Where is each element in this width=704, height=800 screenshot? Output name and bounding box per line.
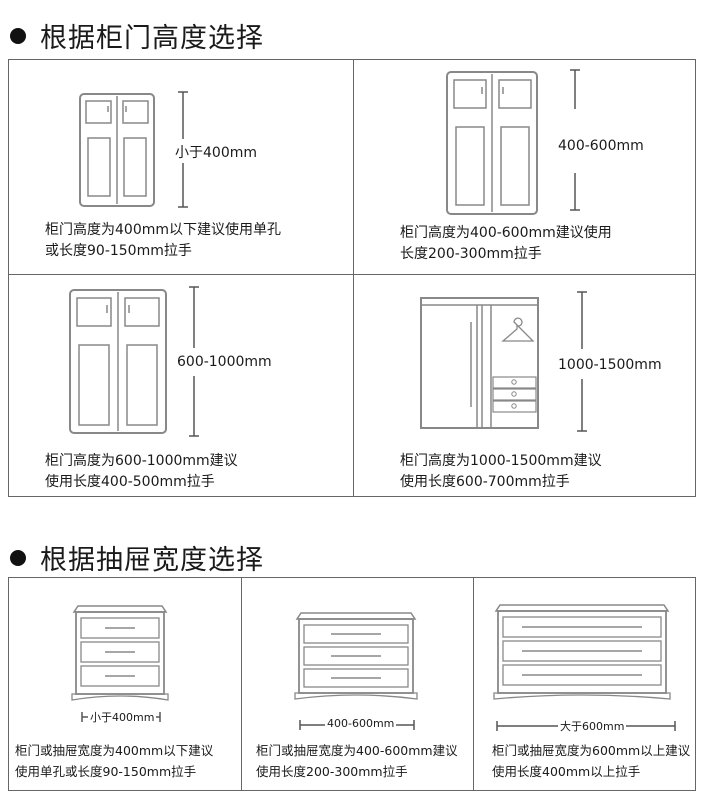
caption: 柜门或抽屉宽度为600mm以上建议 使用长度400mm以上拉手 xyxy=(492,740,690,782)
caption: 柜门高度为400mm以下建议使用单孔 或长度90-150mm拉手 xyxy=(45,220,281,262)
caption-line-1: 柜门或抽屉宽度为600mm以上建议 xyxy=(492,743,691,758)
section-title-door-height: 根据柜门高度选择 xyxy=(10,16,264,55)
caption-line-2: 使用单孔或长度90-150mm拉手 xyxy=(15,764,197,779)
section-title-text: 根据抽屉宽度选择 xyxy=(40,545,264,576)
drawer-cell-large: 大于600mm 柜门或抽屉宽度为600mm以上建议 使用长度400mm以上拉手 xyxy=(474,578,695,790)
measure-label: 小于400mm xyxy=(175,145,257,161)
caption: 柜门高度为1000-1500mm建议 使用长度600-700mm拉手 xyxy=(400,451,602,493)
small-cabinet-illustration xyxy=(79,93,155,207)
caption-line-2: 使用长度400mm以上拉手 xyxy=(492,764,641,779)
caption-line-1: 柜门高度为400mm以下建议使用单孔 xyxy=(45,222,281,238)
bullet-icon xyxy=(10,27,26,44)
measure-label: 1000-1500mm xyxy=(558,357,662,373)
measure-label: 400-600mm xyxy=(325,717,397,730)
wardrobe-illustration xyxy=(420,297,539,429)
caption-line-1: 柜门或抽屉宽度为400mm以下建议 xyxy=(15,743,214,758)
section-title-drawer-width: 根据抽屉宽度选择 xyxy=(10,538,264,577)
door-height-grid: 小于400mm 柜门高度为400mm以下建议使用单孔 或长度90-150mm拉手… xyxy=(8,59,696,497)
measure-label: 600-1000mm xyxy=(177,354,272,370)
drawer-cell-medium: 400-600mm 柜门或抽屉宽度为400-600mm建议 使用长度200-30… xyxy=(242,578,473,790)
measure-label: 大于600mm xyxy=(558,718,627,734)
caption-line-2: 或长度90-150mm拉手 xyxy=(45,243,192,259)
caption-line-2: 使用长度600-700mm拉手 xyxy=(400,474,570,490)
height-indicator-icon xyxy=(577,291,587,432)
height-indicator-icon xyxy=(189,286,199,437)
caption: 柜门高度为400-600mm建议使用 长度200-300mm拉手 xyxy=(400,223,612,265)
bullet-icon xyxy=(10,549,26,566)
tall-cabinet-illustration xyxy=(69,289,167,434)
door-cell-medium: 400-600mm 柜门高度为400-600mm建议使用 长度200-300mm… xyxy=(354,60,696,274)
caption-line-1: 柜门高度为600-1000mm建议 xyxy=(45,453,238,469)
section-title-text: 根据柜门高度选择 xyxy=(40,23,264,54)
door-cell-wardrobe: 1000-1500mm 柜门高度为1000-1500mm建议 使用长度600-7… xyxy=(354,275,696,496)
caption-line-1: 柜门高度为1000-1500mm建议 xyxy=(400,453,602,469)
height-indicator-icon xyxy=(570,69,580,211)
door-cell-tall: 600-1000mm 柜门高度为600-1000mm建议 使用长度400-500… xyxy=(9,275,353,496)
drawer-width-grid: 小于400mm 柜门或抽屉宽度为400mm以下建议 使用单孔或长度90-150m… xyxy=(8,577,696,791)
caption: 柜门或抽屉宽度为400-600mm建议 使用长度200-300mm拉手 xyxy=(256,740,458,782)
door-cell-small: 小于400mm 柜门高度为400mm以下建议使用单孔 或长度90-150mm拉手 xyxy=(9,60,353,274)
height-indicator-icon xyxy=(178,91,188,208)
grid-divider-horizontal xyxy=(9,274,695,275)
caption: 柜门或抽屉宽度为400mm以下建议 使用单孔或长度90-150mm拉手 xyxy=(15,740,213,782)
large-drawer-illustration xyxy=(493,604,671,700)
caption-line-2: 长度200-300mm拉手 xyxy=(400,246,542,262)
grid-divider-vertical xyxy=(473,578,474,790)
medium-cabinet-illustration xyxy=(446,71,538,215)
caption-line-1: 柜门高度为400-600mm建议使用 xyxy=(400,225,612,241)
caption: 柜门高度为600-1000mm建议 使用长度400-500mm拉手 xyxy=(45,451,238,493)
small-drawer-illustration xyxy=(71,605,169,701)
medium-drawer-illustration xyxy=(294,612,418,700)
grid-divider-vertical xyxy=(241,578,242,790)
measure-label: 400-600mm xyxy=(558,138,644,154)
drawer-cell-small: 小于400mm 柜门或抽屉宽度为400mm以下建议 使用单孔或长度90-150m… xyxy=(9,578,241,790)
grid-divider-vertical xyxy=(353,60,354,496)
caption-line-2: 使用长度200-300mm拉手 xyxy=(256,764,408,779)
caption-line-1: 柜门或抽屉宽度为400-600mm建议 xyxy=(256,743,458,758)
measure-label: 小于400mm xyxy=(88,709,157,725)
caption-line-2: 使用长度400-500mm拉手 xyxy=(45,474,215,490)
